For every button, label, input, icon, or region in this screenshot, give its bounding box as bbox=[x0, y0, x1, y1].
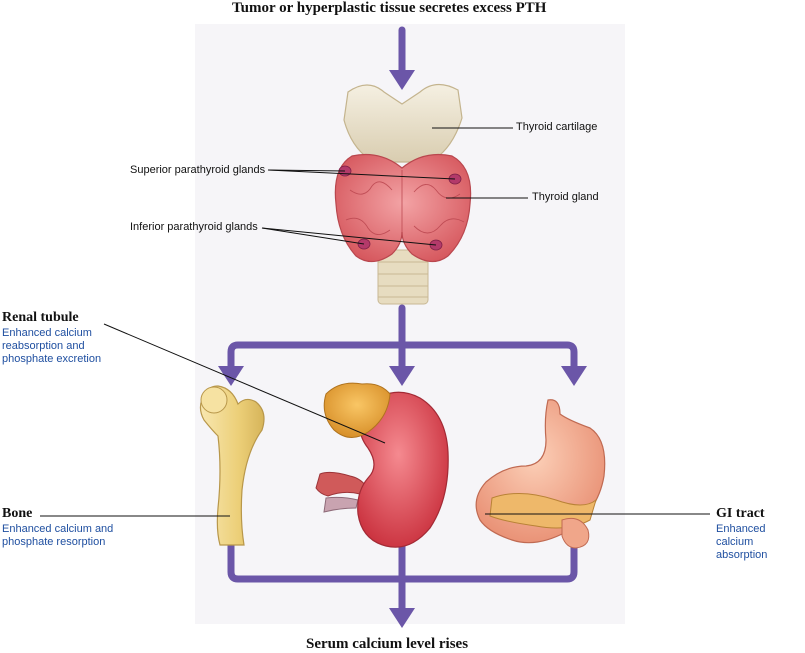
label-thyroid-cartilage: Thyroid cartilage bbox=[516, 121, 598, 133]
label-inferior-parathyroid: Inferior parathyroid glands bbox=[130, 221, 258, 233]
renal-vessel-vein bbox=[323, 496, 359, 513]
distribution-bar bbox=[227, 341, 578, 374]
leader-inferior-right bbox=[261, 227, 437, 246]
gi-tract-title: GI tract bbox=[716, 506, 765, 521]
thyroid-cartilage-shape bbox=[343, 83, 463, 163]
bone-description: Enhanced calcium and phosphate resorptio… bbox=[2, 523, 114, 548]
label-thyroid-gland: Thyroid gland bbox=[532, 191, 599, 203]
leader-lines bbox=[40, 127, 710, 517]
arrow-heads bbox=[218, 70, 587, 628]
arrow-down-icon bbox=[218, 366, 244, 386]
flow-arrows bbox=[227, 26, 578, 616]
arrow-down-icon bbox=[561, 366, 587, 386]
leader-inferior-left bbox=[261, 227, 365, 245]
kidney-shape bbox=[357, 391, 449, 548]
leader-superior-right bbox=[267, 169, 456, 180]
trachea bbox=[377, 249, 429, 305]
top-title: Tumor or hyperplastic tissue secretes ex… bbox=[232, 0, 547, 16]
gi-illustration bbox=[475, 399, 606, 549]
duodenum-shape bbox=[561, 517, 590, 549]
bone-title: Bone bbox=[2, 506, 33, 521]
renal-tubule-title: Renal tubule bbox=[2, 310, 79, 325]
arrow-down-icon bbox=[389, 366, 415, 386]
renal-tubule-description: Enhanced calcium reabsorption and phosph… bbox=[2, 327, 102, 365]
label-superior-parathyroid: Superior parathyroid glands bbox=[130, 164, 266, 176]
arrow-down-icon bbox=[389, 608, 415, 628]
femur-head bbox=[200, 386, 228, 414]
leader-renal-tubule bbox=[103, 323, 386, 444]
renal-vessel-artery bbox=[315, 471, 367, 497]
femur-shape bbox=[199, 385, 265, 546]
thyroid-gland-shape bbox=[334, 153, 472, 263]
kidney-illustration bbox=[315, 382, 449, 548]
bottom-title: Serum calcium level rises bbox=[306, 636, 469, 652]
thyroid-illustration bbox=[334, 83, 472, 305]
bone-illustration bbox=[199, 385, 265, 546]
arrow-down-icon bbox=[389, 70, 415, 90]
gi-tract-description: Enhanced calcium absorption bbox=[716, 523, 768, 561]
